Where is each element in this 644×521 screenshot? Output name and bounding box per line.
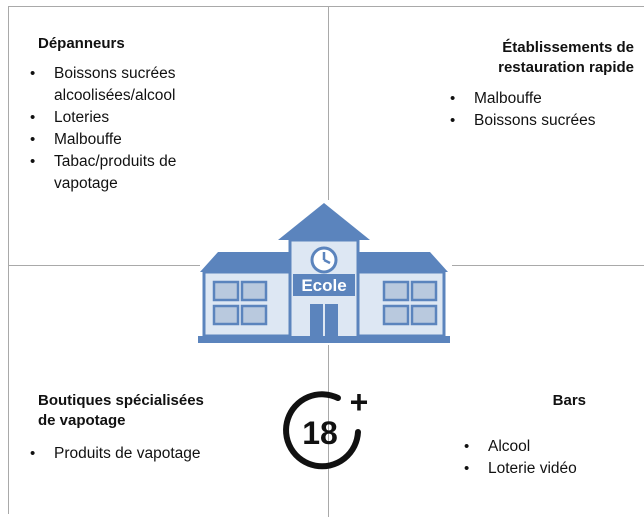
quadrant-boutiques-vapotage: Boutiques spécialisées de vapotage Produ…: [30, 391, 278, 465]
list-item: Boissons sucrées alcoolisées/alcool: [30, 63, 234, 107]
quadrant-title: Bars: [552, 392, 586, 409]
item-list: Alcool Loterie vidéo: [380, 436, 630, 480]
quadrant-title-line1: Boutiques spécialisées: [38, 392, 204, 409]
quadrant-title-line1: Établissements de: [502, 39, 634, 56]
horizontal-divider-right: [452, 265, 644, 266]
quadrant-title-line2: restauration rapide: [498, 59, 634, 76]
school-sign: Ecole: [301, 276, 346, 295]
list-item: Alcool: [464, 436, 630, 458]
item-list: Malbouffe Boissons sucrées: [380, 88, 634, 132]
list-item: Produits de vapotage: [30, 443, 278, 465]
left-border: [8, 6, 9, 514]
age-label: 18: [302, 415, 338, 451]
quadrant-title-line2: de vapotage: [38, 412, 126, 429]
top-border: [8, 6, 644, 7]
quadrant-bars: Bars Alcool Loterie vidéo: [380, 391, 630, 480]
list-item: Malbouffe: [30, 129, 234, 151]
age-plus-sign: +: [350, 388, 369, 420]
horizontal-divider-left: [8, 265, 200, 266]
vertical-divider-bottom: [328, 345, 329, 517]
item-list: Produits de vapotage: [30, 443, 278, 465]
list-item: Malbouffe: [450, 88, 634, 110]
list-item: Boissons sucrées: [450, 110, 634, 132]
list-item: Loteries: [30, 107, 234, 129]
age-18-plus-icon: 18 +: [283, 388, 369, 470]
school-building-icon: Ecole: [198, 203, 450, 343]
vertical-divider-top: [328, 6, 329, 200]
quadrant-restauration-rapide: Établissements de restauration rapide Ma…: [380, 38, 634, 132]
quadrant-title: Dépanneurs: [38, 35, 125, 52]
item-list: Boissons sucrées alcoolisées/alcool Lote…: [30, 63, 234, 195]
list-item: Tabac/produits de vapotage: [30, 151, 234, 195]
list-item: Loterie vidéo: [464, 458, 630, 480]
quadrant-depanneurs: Dépanneurs Boissons sucrées alcoolisées/…: [30, 34, 308, 195]
